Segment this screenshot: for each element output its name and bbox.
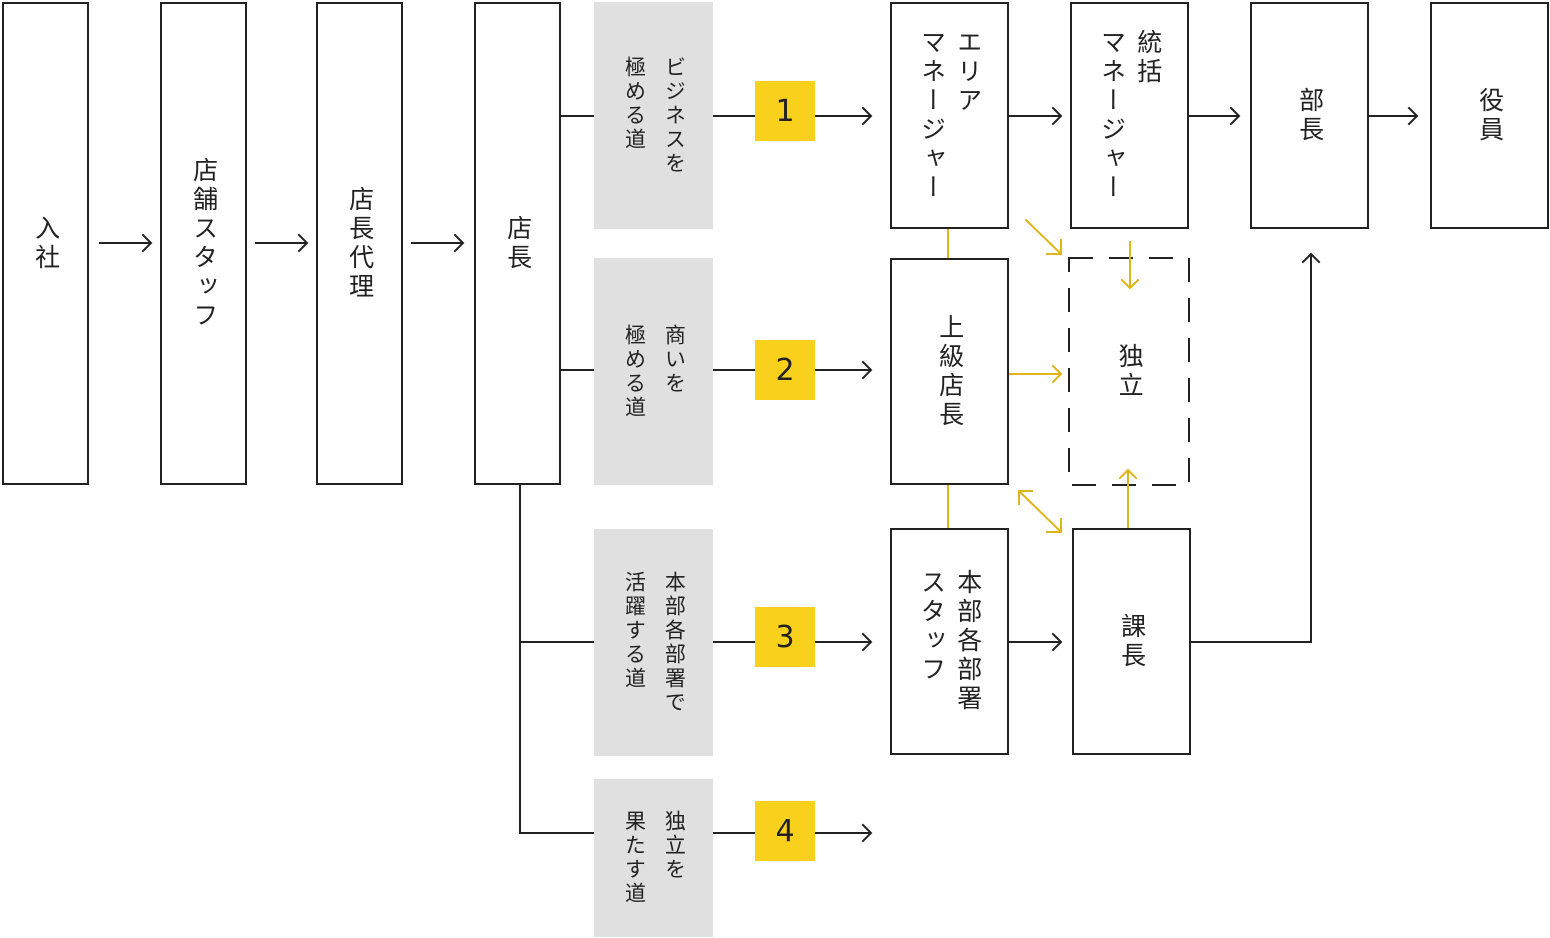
- arrow-staff-to-dairi: [255, 233, 309, 253]
- connector-tencho-path-4: [519, 484, 595, 834]
- path-box-3: 本部各部署で 活躍する道: [594, 529, 713, 756]
- node-area-manager-label: エリア マネージャー: [917, 28, 983, 203]
- node-honbu-staff-label: 本部各部署 スタッフ: [917, 569, 983, 714]
- node-nyusha-label: 入社: [31, 214, 61, 273]
- node-joukyu-tencho-label: 上級店長: [935, 313, 965, 430]
- node-tencho-label: 店長: [503, 214, 533, 273]
- arrow-bucho-to-yakuin: [1367, 106, 1419, 126]
- path-box-3-label: 本部各部署で 活躍する道: [622, 570, 687, 715]
- path-box-4-label: 独立を 果たす道: [622, 810, 687, 906]
- arrow-tokatsu-to-bucho: [1187, 106, 1241, 126]
- yellow-arrow-joukyu-dokuritsu: [1007, 364, 1063, 384]
- node-honbu-staff: 本部各部署 スタッフ: [890, 528, 1009, 755]
- path-box-2-label: 商いを 極める道: [622, 323, 687, 420]
- node-kacho: 課長: [1072, 528, 1191, 755]
- node-tokatsu-manager-label: 統括 マネージャー: [1097, 28, 1163, 203]
- arrow-nyusha-to-staff: [99, 233, 153, 253]
- yellow-arrow-area-dokuritsu: [1024, 218, 1062, 255]
- node-dokuritsu-label: 独立: [1115, 342, 1145, 401]
- path-box-2: 商いを 極める道: [594, 258, 713, 485]
- yellow-arrow-tokatsu-dokuritsu: [1120, 241, 1140, 290]
- node-tenpo-staff: 店舗スタッフ: [160, 2, 247, 485]
- arrow-area-to-tokatsu: [1007, 106, 1063, 126]
- node-tencho-dairi: 店長代理: [316, 2, 403, 485]
- arrow-kacho-to-bucho: [1189, 252, 1321, 643]
- path-badge-4: 4: [755, 801, 815, 861]
- node-yakuin: 役員: [1430, 2, 1549, 229]
- node-dokuritsu: 独立: [1069, 258, 1189, 485]
- node-tenpo-staff-label: 店舗スタッフ: [189, 156, 219, 331]
- node-bucho-label: 部長: [1295, 86, 1325, 145]
- node-joukyu-tencho: 上級店長: [890, 258, 1009, 485]
- path-box-1-label: ビジネスを 極める道: [622, 55, 687, 176]
- node-area-manager: エリア マネージャー: [890, 2, 1009, 229]
- path-badge-2: 2: [755, 340, 815, 400]
- path-badge-3: 3: [755, 607, 815, 667]
- node-tencho-dairi-label: 店長代理: [345, 185, 375, 302]
- node-nyusha: 入社: [2, 2, 89, 485]
- node-tokatsu-manager: 統括 マネージャー: [1070, 2, 1189, 229]
- arrow-honbu-to-kacho: [1007, 632, 1063, 652]
- path-badge-1: 1: [755, 81, 815, 141]
- path-box-1: ビジネスを 極める道: [594, 2, 713, 229]
- arrow-dairi-to-tencho: [411, 233, 465, 253]
- node-tencho: 店長: [474, 2, 561, 485]
- node-bucho: 部長: [1250, 2, 1369, 229]
- node-yakuin-label: 役員: [1475, 86, 1505, 145]
- path-box-4: 独立を 果たす道: [594, 779, 713, 937]
- node-kacho-label: 課長: [1117, 612, 1147, 671]
- yellow-arrow-honbu-dokuritsu: [1018, 490, 1062, 533]
